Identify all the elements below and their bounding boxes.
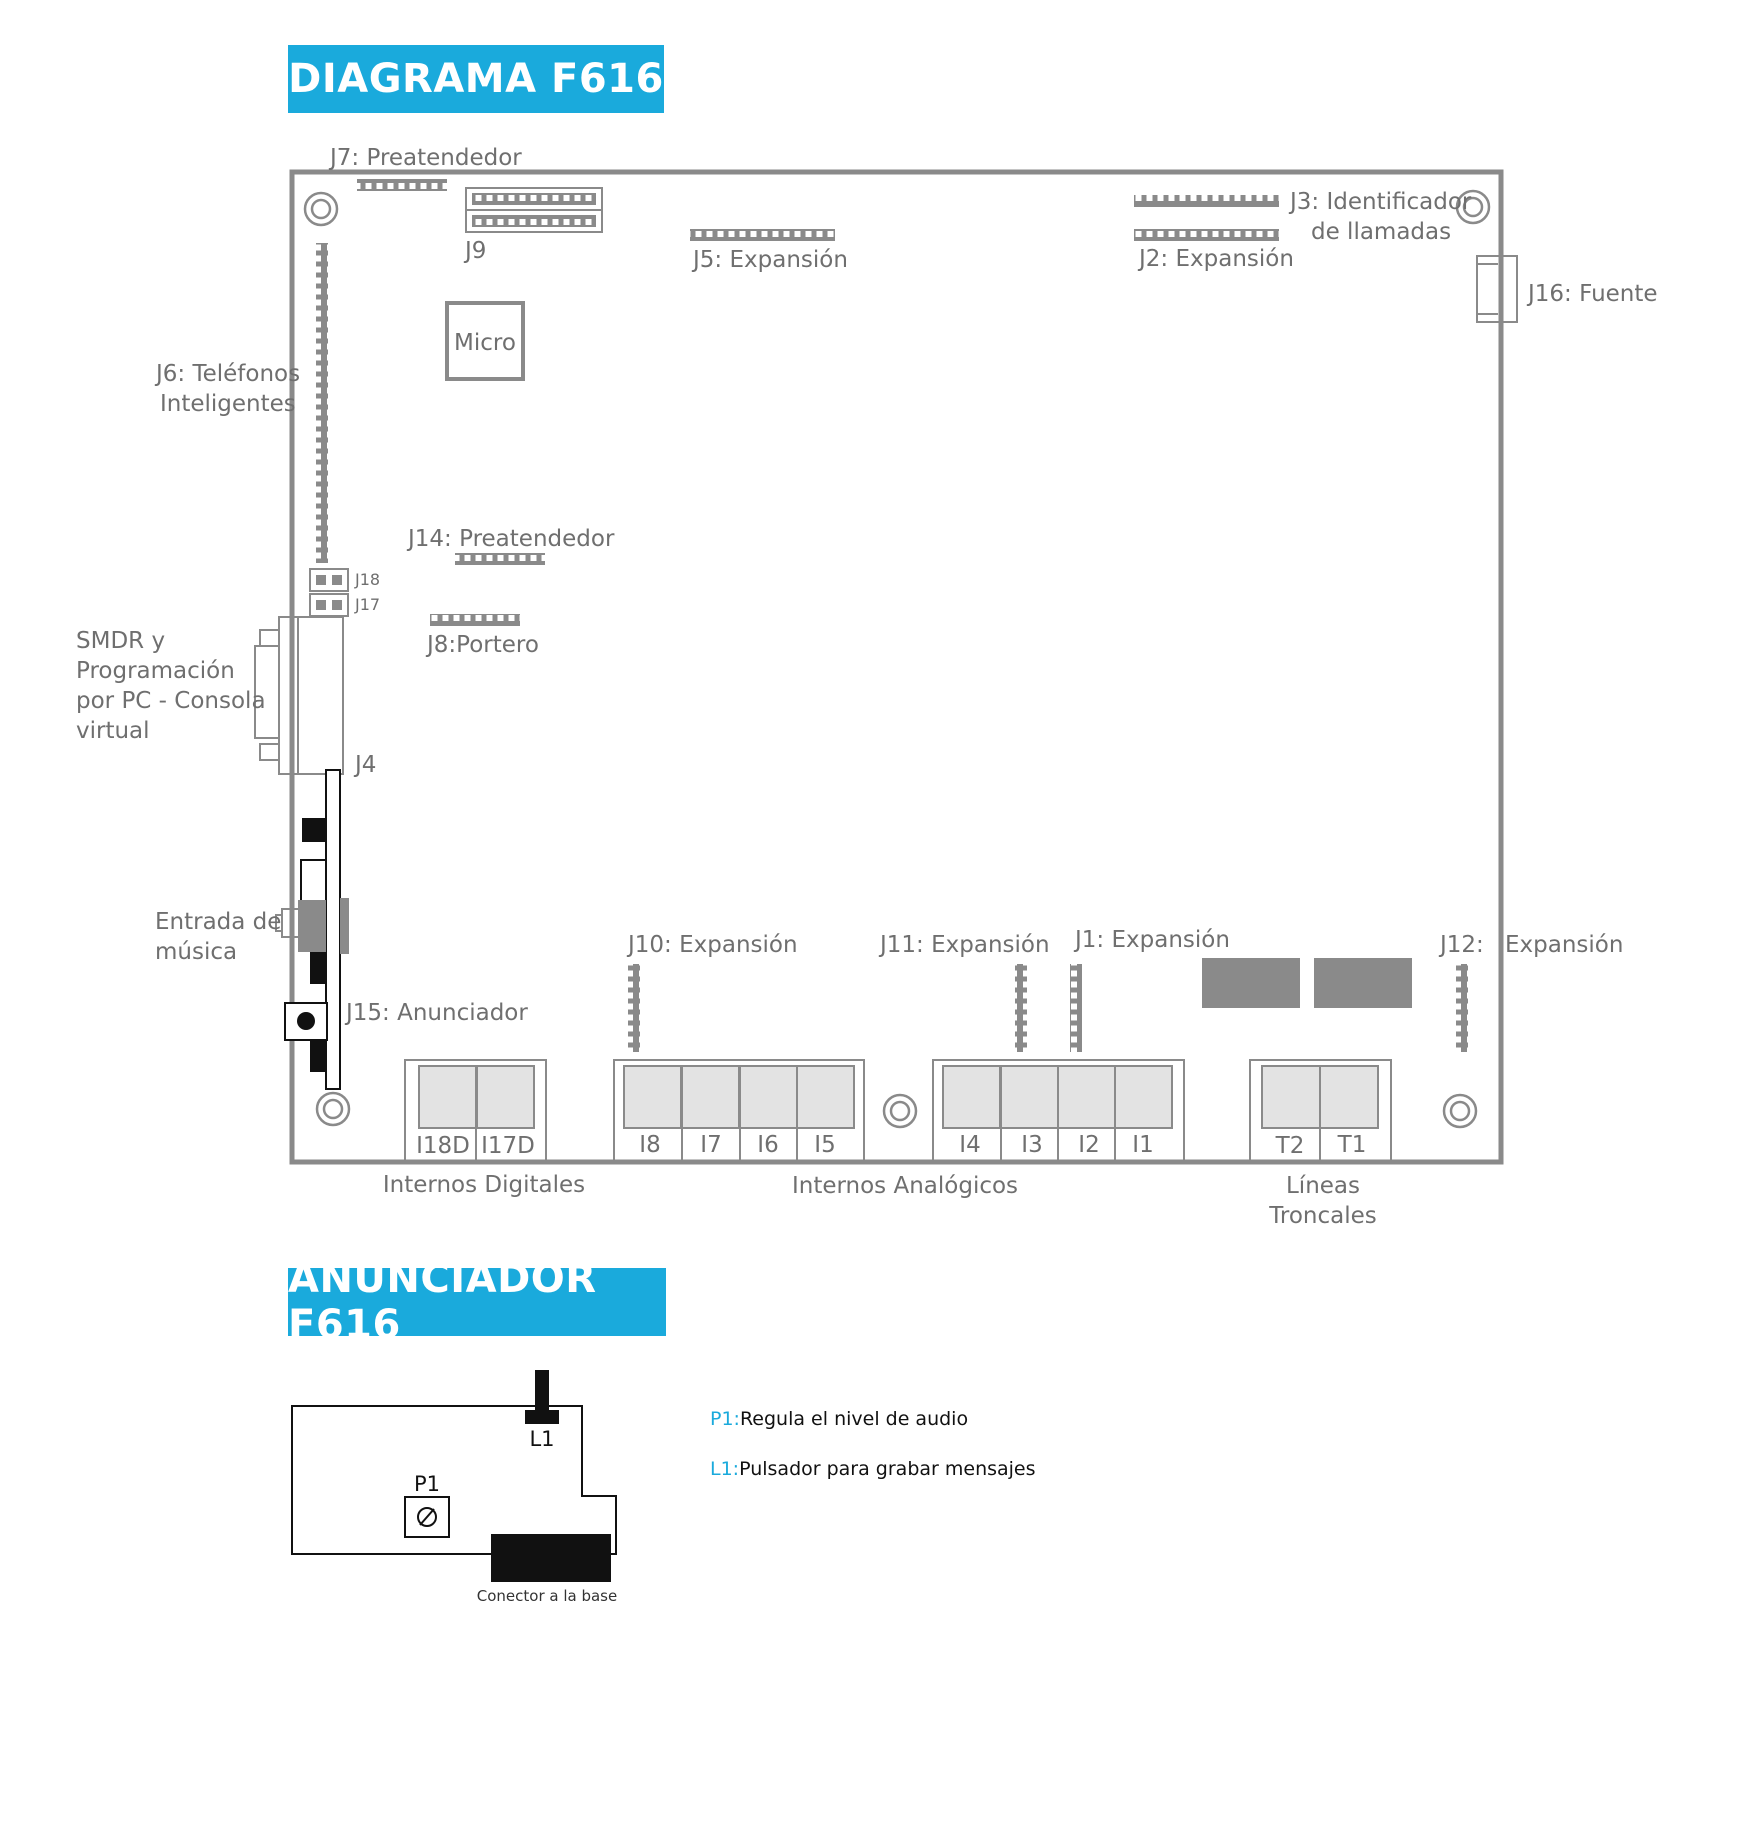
smdr-label-line2: Programación — [76, 658, 235, 684]
j5-header — [690, 229, 835, 241]
base-connector-label: Conector a la base — [477, 1587, 617, 1605]
legend-p1-text: Regula el nivel de audio — [739, 1408, 969, 1430]
analog-ports-block-left — [613, 1059, 865, 1163]
group-analog-label: Internos Analógicos — [792, 1173, 1018, 1199]
j2-label: J2: Expansión — [1137, 246, 1294, 272]
j14-label: J14: Preatendedor — [406, 526, 615, 552]
j5-label: J5: Expansión — [691, 247, 848, 273]
l1-label: L1 — [529, 1427, 554, 1451]
j4-label: J4 — [353, 752, 376, 778]
music-label-line1: Entrada de — [155, 909, 281, 935]
j12-label-b: Expansión — [1505, 932, 1623, 958]
group-digital-label: Internos Digitales — [383, 1172, 585, 1198]
analog-ports-block-right — [932, 1059, 1185, 1163]
j7-header — [357, 179, 447, 191]
mounting-hole-top-left — [303, 191, 339, 227]
group-lines-label-line1: Líneas — [1286, 1173, 1360, 1199]
port-i5-label: I5 — [814, 1132, 835, 1158]
port-i3-label: I3 — [1021, 1132, 1042, 1158]
l1-pushbutton — [525, 1370, 559, 1424]
relay-block-left — [1202, 958, 1300, 1008]
p1-potentiometer-icon — [404, 1496, 450, 1538]
mounting-hole-bottom-middle — [882, 1093, 918, 1129]
j15-announcer-module — [284, 769, 349, 1090]
j12-label-a: J12: — [1438, 932, 1484, 958]
legend-p1: P1:Regula el nivel de audio — [710, 1408, 968, 1430]
port-i7-label: I7 — [700, 1132, 721, 1158]
legend-l1-text: Pulsador para grabar mensajes — [739, 1458, 1036, 1480]
port-i4-label: I4 — [959, 1132, 980, 1158]
j11-header — [1015, 964, 1027, 1052]
p1-label: P1 — [414, 1472, 440, 1496]
mounting-hole-top-right — [1455, 189, 1491, 225]
j4-serial-connector — [254, 616, 344, 775]
j18-jumper — [309, 568, 349, 592]
port-i18d-label: I18D — [416, 1133, 470, 1159]
j3-header — [1134, 195, 1279, 207]
j3-label-line1: J3: Identificador — [1288, 189, 1472, 215]
smdr-label-line3: por PC - Consola — [76, 688, 266, 714]
j7-label: J7: Preatendedor — [328, 145, 522, 171]
j9-label: J9 — [463, 238, 486, 264]
j2-header — [1134, 229, 1279, 241]
j1-label: J1: Expansión — [1073, 927, 1230, 953]
micro-chip — [445, 301, 525, 381]
j11-label: J11: Expansión — [878, 932, 1050, 958]
board-outline — [289, 169, 1504, 1165]
music-input-jack — [275, 908, 300, 938]
j16-label: J16: Fuente — [1526, 281, 1658, 307]
j10-header — [628, 964, 640, 1052]
announcer-board — [291, 1405, 617, 1555]
mounting-hole-bottom-left — [315, 1091, 351, 1127]
j15-label: J15: Anunciador — [344, 1000, 528, 1026]
micro-label: Micro — [454, 330, 516, 356]
legend-p1-key: P1: — [710, 1408, 740, 1430]
j10-label: J10: Expansión — [626, 932, 798, 958]
port-i17d-label: I17D — [481, 1133, 535, 1159]
j17-jumper — [309, 593, 349, 617]
j16-power-connector — [1476, 255, 1518, 323]
diagram-title: DIAGRAMA F616 — [288, 45, 664, 113]
music-label-line2: música — [155, 939, 237, 965]
port-i8-label: I8 — [639, 1132, 660, 1158]
j8-header — [430, 614, 520, 626]
port-i6-label: I6 — [757, 1132, 778, 1158]
port-t1-label: T1 — [1337, 1132, 1367, 1158]
relay-block-right — [1314, 958, 1412, 1008]
j18-label: J18 — [354, 570, 380, 589]
mounting-hole-bottom-right — [1442, 1093, 1478, 1129]
j6-header — [316, 243, 328, 563]
group-lines-label-line2: Troncales — [1268, 1203, 1377, 1229]
trunk-ports-block — [1249, 1059, 1392, 1163]
legend-l1: L1:Pulsador para grabar mensajes — [710, 1458, 1036, 1480]
legend-l1-key: L1: — [710, 1458, 740, 1480]
j17-label: J17 — [354, 595, 380, 614]
j6-label-line1: J6: Teléfonos — [154, 361, 300, 387]
port-t2-label: T2 — [1275, 1133, 1305, 1159]
j6-label-line2: Inteligentes — [160, 391, 296, 417]
port-i1-label: I1 — [1132, 1132, 1153, 1158]
j8-label: J8:Portero — [425, 632, 539, 658]
j9-header — [465, 187, 603, 233]
smdr-label-line4: virtual — [76, 718, 150, 744]
j14-header — [455, 553, 545, 565]
announcer-title: ANUNCIADOR F616 — [288, 1256, 666, 1348]
base-connector — [491, 1534, 611, 1582]
j12-header — [1456, 964, 1468, 1052]
digital-ports-block — [404, 1059, 547, 1163]
port-i2-label: I2 — [1078, 1132, 1099, 1158]
smdr-label-line1: SMDR y — [76, 628, 165, 654]
j1-header — [1070, 964, 1082, 1052]
j3-label-line2: de llamadas — [1311, 219, 1451, 245]
